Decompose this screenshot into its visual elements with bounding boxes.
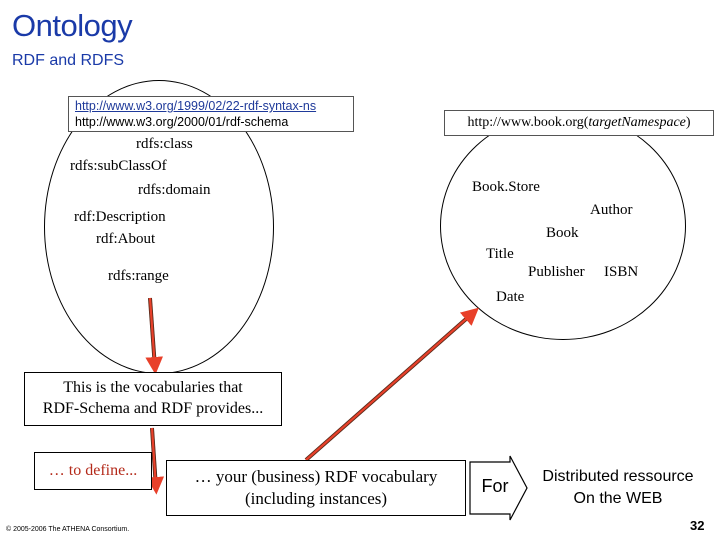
- term-rdfs-class: rdfs:class: [136, 136, 193, 152]
- term-book: Book: [546, 225, 579, 241]
- term-publisher: Publisher: [528, 264, 585, 280]
- distributed-resource-text: Distributed ressource On the WEB: [528, 466, 708, 510]
- term-rdfs-domain: rdfs:domain: [138, 182, 211, 198]
- term-author: Author: [590, 202, 633, 218]
- book-namespace-box: http://www.book.org(targetNamespace): [444, 110, 714, 136]
- slide-subtitle: RDF and RDFS: [12, 52, 125, 69]
- for-label: For: [481, 476, 509, 496]
- term-title: Title: [486, 246, 514, 262]
- vocabularies-line-1: This is the vocabularies that: [63, 379, 243, 396]
- term-rdf-about: rdf:About: [96, 231, 156, 247]
- w3c-namespace-box: http://www.w3.org/1999/02/22-rdf-syntax-…: [68, 96, 354, 132]
- business-vocabulary-line-2: (including instances): [244, 489, 388, 508]
- term-date: Date: [496, 289, 525, 305]
- business-vocabulary-box: … your (business) RDF vocabulary (includ…: [166, 460, 466, 516]
- term-rdfs-range: rdfs:range: [108, 268, 169, 284]
- business-vocabulary-line-1: … your (business) RDF vocabulary: [194, 467, 438, 486]
- rdf-syntax-namespace-link[interactable]: http://www.w3.org/1999/02/22-rdf-syntax-…: [75, 99, 317, 113]
- page-number: 32: [690, 518, 705, 533]
- term-rdf-description: rdf:Description: [74, 209, 166, 225]
- for-arrow-shape: [469, 455, 528, 521]
- book-namespace-url: http://www.book.org(: [467, 115, 589, 130]
- target-namespace-label: targetNamespace: [588, 115, 686, 130]
- book-vocabulary-circle: [440, 112, 686, 340]
- distributed-line-1: Distributed ressource: [542, 468, 694, 485]
- define-box: … to define...: [34, 452, 152, 490]
- term-isbn: ISBN: [604, 264, 639, 280]
- copyright-notice: © 2005-2006 The ATHENA Consortium.: [6, 526, 130, 533]
- vocabularies-line-2: RDF-Schema and RDF provides...: [42, 400, 264, 417]
- term-rdfs-subclassof: rdfs:subClassOf: [70, 158, 167, 174]
- vocabularies-box: This is the vocabularies that RDF-Schema…: [24, 372, 282, 426]
- book-namespace-close: ): [685, 115, 691, 130]
- term-bookstore: Book.Store: [472, 179, 540, 195]
- rdf-schema-namespace: http://www.w3.org/2000/01/rdf-schema: [75, 115, 289, 129]
- slide-title: Ontology: [12, 8, 133, 43]
- distributed-line-2: On the WEB: [573, 490, 663, 507]
